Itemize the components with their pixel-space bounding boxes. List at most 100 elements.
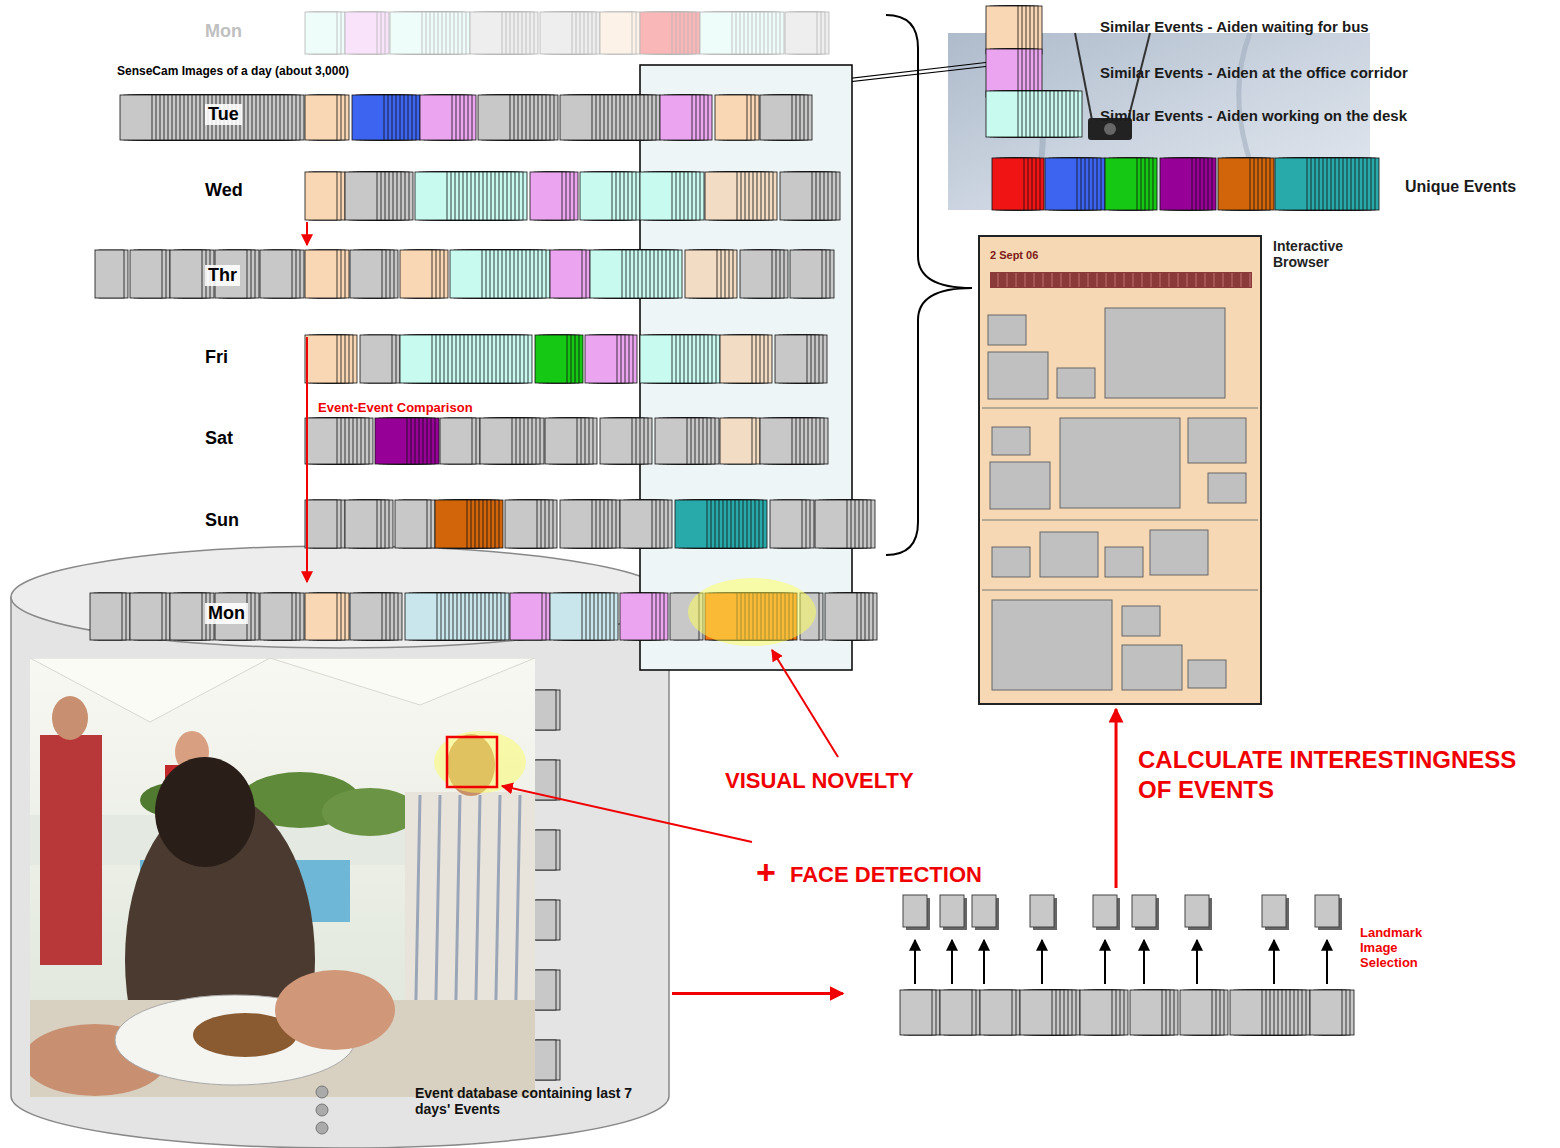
event-stack [350, 593, 402, 640]
image-card [580, 172, 612, 220]
event-stack [395, 500, 435, 548]
image-card [170, 250, 202, 298]
event-thumbnail [1122, 606, 1160, 636]
event-stack [685, 250, 737, 298]
day-label: Thr [205, 265, 240, 286]
image-card [1218, 158, 1250, 210]
event-stack [760, 95, 812, 140]
event-stack [660, 95, 712, 140]
stored-event-stack [532, 830, 560, 870]
day-row [95, 250, 834, 298]
event-thumbnail [1060, 418, 1180, 508]
timeline-bar [990, 272, 1252, 288]
day-row [305, 12, 829, 54]
image-card [305, 172, 337, 220]
image-card [375, 418, 407, 464]
image-card [305, 418, 337, 464]
event-stack [305, 12, 345, 54]
event-stack [1230, 990, 1310, 1035]
image-card [560, 500, 592, 548]
umbrella [270, 658, 535, 705]
comparison-label: Event-Event Comparison [318, 401, 473, 416]
event-stack [390, 12, 470, 54]
image-card [532, 1040, 556, 1080]
image-card [550, 593, 582, 640]
timeline-tick [1133, 273, 1134, 287]
image-card [120, 95, 152, 140]
image-card [660, 95, 692, 140]
step-label: Landmark Image Selection [1360, 926, 1440, 971]
event-stack [600, 12, 640, 54]
event-thumbnail [992, 600, 1112, 690]
event-stack [440, 418, 480, 464]
event-stack [400, 250, 448, 298]
image-card [775, 335, 807, 383]
event-stack [545, 418, 597, 464]
image-card [620, 593, 652, 640]
image-card [825, 593, 857, 640]
timeline-tick [1151, 273, 1152, 287]
event-stack [305, 95, 349, 140]
timeline-tick [1187, 273, 1188, 287]
event-stack [720, 335, 772, 383]
selection-arrow [1326, 940, 1328, 984]
day-label: Mon [205, 603, 248, 624]
novelty-arrow [772, 650, 838, 757]
event-stack [375, 418, 439, 464]
image-card [585, 335, 617, 383]
event-stack [535, 335, 583, 383]
landmark-image [1262, 895, 1286, 927]
day-row [305, 418, 828, 464]
stored-event-stack [532, 970, 560, 1010]
image-card [260, 593, 292, 640]
image-card [260, 250, 292, 298]
day-label: Tue [205, 104, 242, 125]
landmark-image [1315, 895, 1339, 927]
event-stack [640, 335, 720, 383]
event-stack [90, 593, 130, 640]
image-card [720, 418, 752, 464]
event-stack [900, 990, 940, 1035]
event-stack [640, 12, 700, 54]
image-card [640, 12, 672, 54]
tree [322, 788, 418, 836]
legend-swatch [985, 90, 1085, 138]
image-card [600, 12, 632, 54]
event-stack [1080, 990, 1128, 1035]
event-stack [550, 593, 618, 640]
image-card [720, 335, 752, 383]
landmark-image [1185, 895, 1209, 927]
comparison-arrow [306, 222, 308, 245]
step-label: FACE DETECTION [790, 862, 982, 887]
event-stack [420, 95, 476, 140]
event-stack [260, 250, 304, 298]
edge-label: CALCULATE INTERESTINGNESS OF EVENTS [1138, 745, 1538, 805]
image-card [986, 49, 1018, 97]
image-card [170, 593, 202, 640]
unique-event-stack [1160, 158, 1216, 210]
event-stack [715, 95, 759, 140]
event-thumbnail [1105, 308, 1225, 398]
image-card [1230, 990, 1262, 1035]
event-stack [352, 95, 420, 140]
stored-event-stack [532, 900, 560, 940]
event-stack [305, 593, 349, 640]
image-card [305, 95, 337, 140]
image-card [480, 418, 512, 464]
event-stack [560, 95, 660, 140]
image-card [130, 593, 162, 640]
event-stack [1130, 990, 1178, 1035]
image-card [590, 250, 622, 298]
unique-event-stack [1045, 158, 1105, 210]
image-card [95, 250, 124, 298]
image-card [470, 12, 502, 54]
timeline-tick [1160, 273, 1161, 287]
swatch-drawing [985, 48, 1045, 98]
timeline-tick [1232, 273, 1233, 287]
image-card [305, 12, 337, 54]
selection-arrow [951, 940, 953, 984]
more-dot [316, 1104, 328, 1116]
image-card [90, 593, 122, 640]
image-card [400, 250, 432, 298]
